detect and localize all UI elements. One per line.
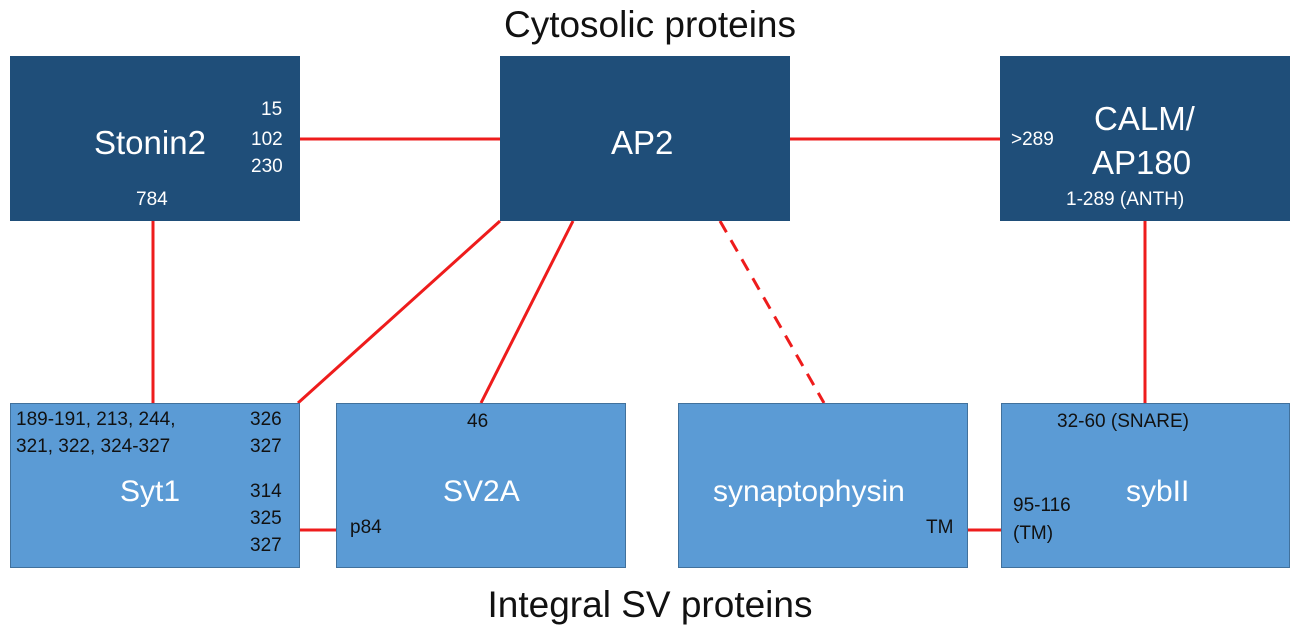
sv2a-site-46: 46 [467,411,489,432]
stonin2-site-15: 15 [261,99,283,120]
ap180-label: AP180 [1092,144,1192,181]
ap2-box: AP2 [500,56,790,221]
syt1-sites-line1: 189-191, 213, 244, [16,409,176,430]
cytosolic-proteins-heading: Cytosolic proteins [503,4,796,45]
link-ap2-synaptophysin [718,220,826,404]
stonin2-label: Stonin2 [94,124,206,161]
calm-ap180-box: CALM/ AP180 >289 1-289 (ANTH) [1000,56,1290,221]
synaptophysin-label: synaptophysin [713,475,905,508]
synaptophysin-box: synaptophysin TM [678,403,968,568]
syt1-site-314: 314 [250,481,282,502]
sybii-box: 32-60 (SNARE) sybII 95-116 (TM) [1001,403,1290,568]
syt1-site-327-lower: 327 [250,535,282,556]
sybii-site-snare: 32-60 (SNARE) [1057,411,1189,432]
calm-site-289: >289 [1011,129,1054,150]
syt1-label: Syt1 [120,475,181,508]
stonin2-site-784: 784 [136,189,168,210]
ap2-label: AP2 [611,124,674,161]
sv2a-label: SV2A [443,475,520,508]
syt1-site-327-upper: 327 [250,436,282,457]
sybii-site-tm-line1: 95-116 [1013,495,1071,516]
synaptophysin-site-tm: TM [926,517,954,538]
sybii-site-tm-line2: (TM) [1013,523,1054,544]
syt1-sites-line2: 321, 322, 324-327 [16,436,171,457]
link-ap2-sv2a [479,220,575,404]
sv2a-site-p84: p84 [350,517,382,538]
integral-sv-proteins-heading: Integral SV proteins [487,584,813,625]
syt1-site-325: 325 [250,508,282,529]
calm-site-anth: 1-289 (ANTH) [1066,189,1185,210]
calm-label: CALM/ [1094,100,1195,137]
syt1-box: 189-191, 213, 244, 321, 322, 324-327 326… [10,403,300,568]
link-ap2-syt1 [296,219,502,405]
stonin2-site-102: 102 [251,129,283,150]
syt1-site-326: 326 [250,409,282,430]
stonin2-site-230: 230 [251,156,283,177]
stonin2-box: Stonin2 15 102 230 784 [10,56,300,221]
sv2a-box: 46 SV2A p84 [336,403,626,568]
sybii-label: sybII [1126,475,1190,508]
